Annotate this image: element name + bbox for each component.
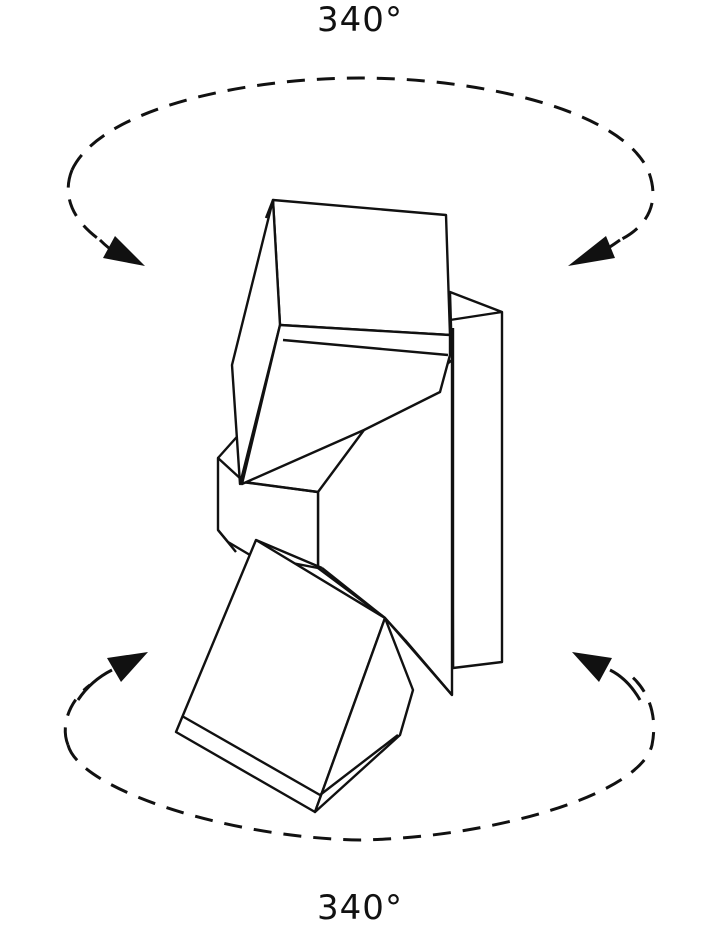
top-rotation-label: 340° (317, 0, 403, 40)
top-left-arrow-icon (98, 236, 145, 266)
bottom-wedge-right (313, 616, 415, 814)
top-cube-front (240, 323, 452, 486)
top-rotation-arc (66, 76, 655, 242)
top-cube-left (230, 198, 282, 486)
top-right-arrow-icon (568, 236, 621, 266)
bottom-right-arrow-icon (572, 652, 642, 701)
lamp-body (174, 198, 504, 814)
back-block (448, 290, 504, 670)
top-cube-top (271, 198, 452, 337)
bottom-rotation-label: 340° (317, 888, 403, 928)
bottom-left-arrow-icon (76, 652, 148, 701)
